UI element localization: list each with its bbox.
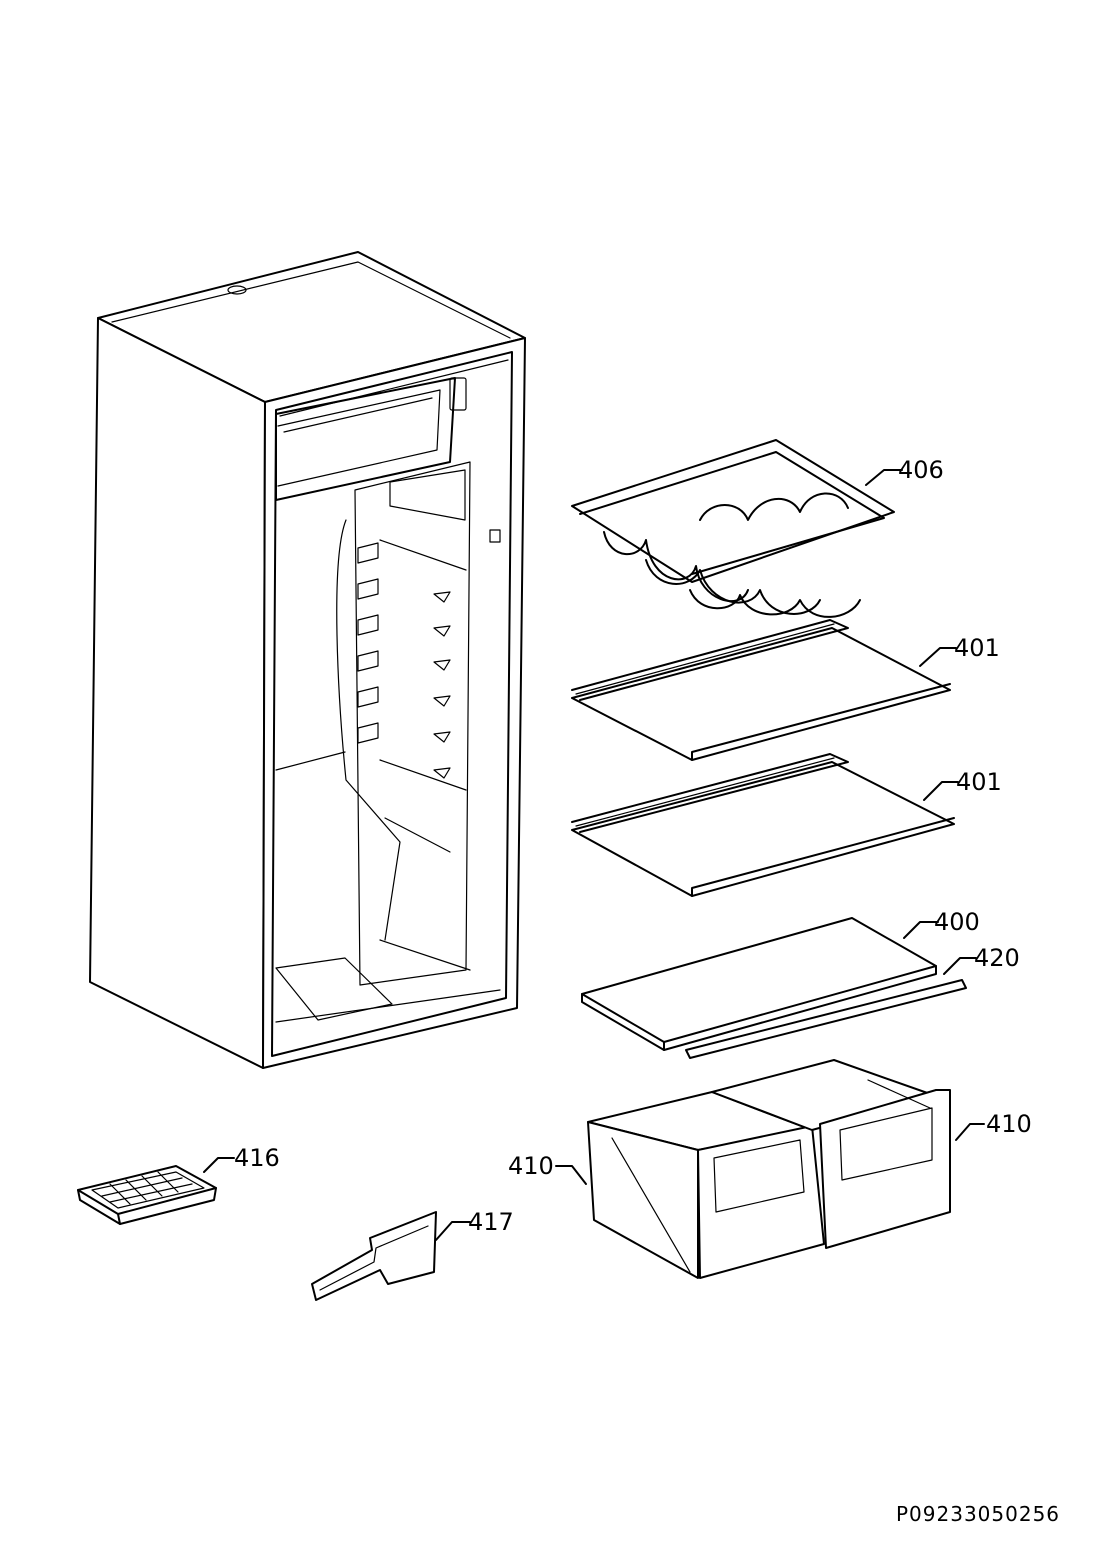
callout-label-400: 400 xyxy=(934,908,980,936)
callout-420: 420 xyxy=(943,944,1020,975)
ice-cube-tray xyxy=(77,1165,217,1225)
callout-label-401-upper: 401 xyxy=(954,634,1000,662)
refrigerator-cabinet xyxy=(89,251,526,1069)
glass-shelf-upper xyxy=(571,619,951,761)
callout-label-406: 406 xyxy=(898,456,944,484)
crisper-drawer-right xyxy=(711,1059,951,1249)
callout-label-401-lower: 401 xyxy=(956,768,1002,796)
callout-label-416: 416 xyxy=(234,1144,280,1172)
callout-401-lower: 401 xyxy=(923,768,1002,801)
callout-400: 400 xyxy=(903,908,980,939)
profile-strip xyxy=(685,979,967,1059)
callout-401-upper: 401 xyxy=(919,634,1000,667)
callout-label-417: 417 xyxy=(468,1208,514,1236)
drawing-code: P09233050256 xyxy=(896,1502,1061,1526)
callout-410-right: 410 xyxy=(955,1110,1032,1141)
callout-410-left: 410 xyxy=(508,1152,587,1185)
callout-label-410-right: 410 xyxy=(986,1110,1032,1138)
wine-rack xyxy=(571,439,895,618)
glass-shelf-lower xyxy=(571,753,955,897)
callout-label-420: 420 xyxy=(974,944,1020,972)
crisper-drawer-left xyxy=(587,1091,825,1279)
callout-label-410-left: 410 xyxy=(508,1152,554,1180)
callout-416: 416 xyxy=(203,1144,280,1173)
callout-417: 417 xyxy=(435,1208,514,1241)
crisper-cover-glass xyxy=(581,917,937,1051)
ice-scraper xyxy=(311,1211,437,1301)
callout-406: 406 xyxy=(865,456,944,486)
